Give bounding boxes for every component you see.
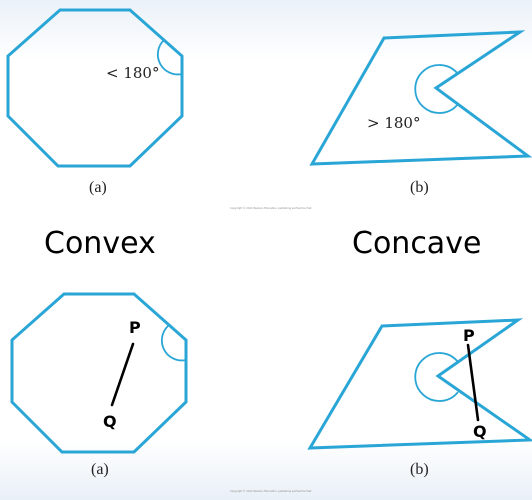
reflex-angle-arc-bottom-right	[414, 352, 459, 402]
caption-top-right: (b)	[410, 179, 429, 196]
angle-label-less-than-180: < 180°	[106, 64, 159, 82]
point-q-right: Q	[473, 422, 487, 441]
concave-polygon-top-right	[309, 30, 532, 166]
angle-label-greater-than-180: > 180°	[367, 114, 420, 132]
point-q-left: Q	[103, 412, 117, 431]
point-p-right: P	[463, 326, 475, 345]
octagon-top-left	[6, 8, 184, 168]
heading-convex: Convex	[44, 226, 156, 261]
reflex-angle-arc-top-right	[414, 64, 459, 114]
concave-polygon-bottom-right	[307, 318, 532, 450]
copyright-top: Copyright © 2011 Pearson Education, publ…	[230, 206, 312, 210]
heading-concave: Concave	[352, 226, 482, 261]
caption-top-left: (a)	[89, 179, 107, 196]
copyright-bottom: Copyright © 2011 Pearson Education, publ…	[230, 489, 312, 493]
interior-angle-arc-top-left	[156, 39, 183, 76]
caption-bottom-right: (b)	[410, 461, 429, 478]
octagon-bottom-left	[10, 292, 188, 454]
segment-pq-left	[110, 342, 135, 407]
interior-angle-arc-bottom-left	[160, 325, 187, 362]
point-p-left: P	[129, 318, 141, 337]
segment-pq-right	[466, 343, 480, 422]
caption-bottom-left: (a)	[91, 461, 109, 478]
